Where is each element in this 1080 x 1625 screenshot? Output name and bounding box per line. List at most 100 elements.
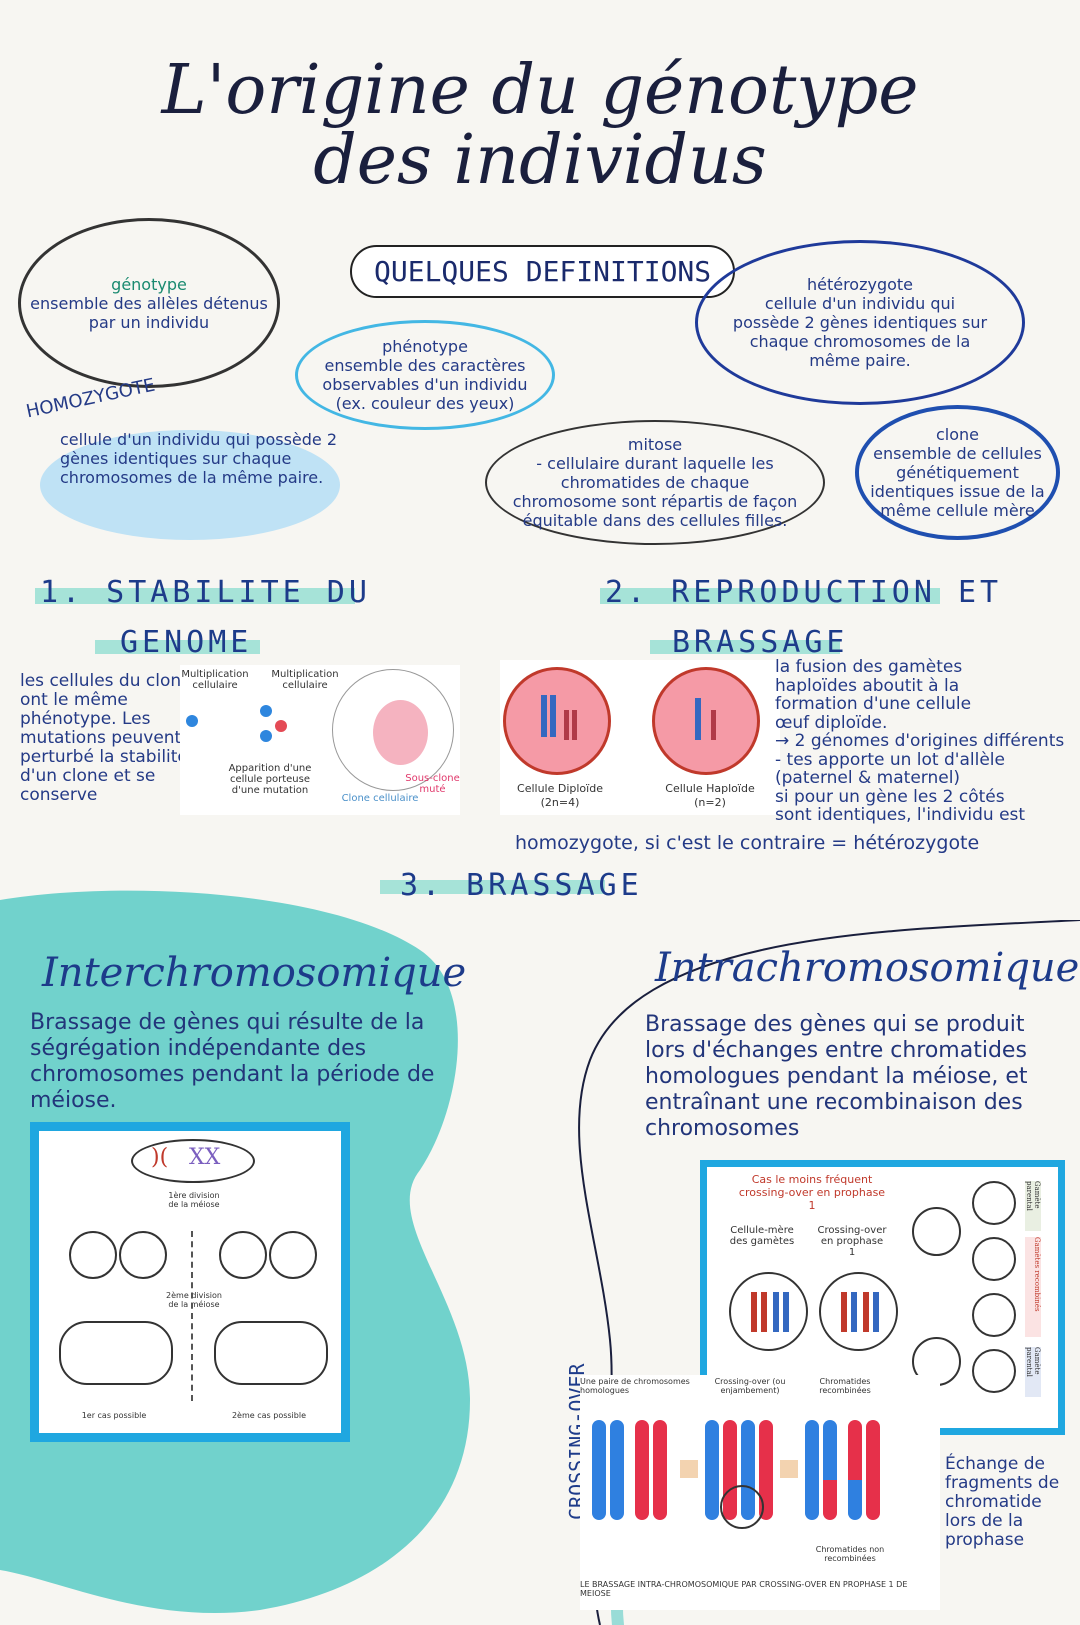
gamete-group bbox=[214, 1321, 328, 1385]
cd-cross-label: Crossing-over (ou enjambement) bbox=[714, 1377, 786, 1395]
chromosome-blue bbox=[783, 1292, 789, 1332]
genotype-term: génotype bbox=[111, 274, 187, 294]
inter-title: Interchromosomique bbox=[42, 950, 467, 996]
intra-title: Intrachromosomique bbox=[655, 945, 1080, 991]
phenotype-text: ensemble des caractères observables d'un… bbox=[322, 356, 528, 413]
intra-text: Brassage des gènes qui se produit lors d… bbox=[645, 1012, 1028, 1141]
section1-heading-line1: 1. STABILITE DU bbox=[40, 575, 371, 610]
cell-blue bbox=[260, 705, 272, 717]
crossover-cell bbox=[819, 1272, 898, 1351]
chromosome-blue bbox=[773, 1292, 779, 1332]
clone-diagram: Multiplication cellulaire Multiplication… bbox=[180, 665, 460, 815]
chromosome-red bbox=[751, 1292, 757, 1332]
inter-diagram: )( XX 1ère division de la méiose 2ème di… bbox=[30, 1122, 350, 1442]
chromatid-recombined bbox=[823, 1420, 837, 1480]
homozygote-text: cellule d'un individu qui possède 2 gène… bbox=[60, 430, 338, 487]
cell-mere-label: Cellule-mère des gamètes bbox=[729, 1225, 795, 1247]
arrow-icon bbox=[780, 1460, 798, 1478]
chromatid-recombined bbox=[848, 1420, 862, 1480]
chromatid-blue bbox=[705, 1420, 719, 1520]
section2-heading-line2: BRASSAGE bbox=[672, 625, 849, 660]
gamete-cell bbox=[972, 1349, 1016, 1393]
section1-text: les cellules du clone ont le même phénot… bbox=[20, 671, 192, 805]
s2-line: la fusion des gamètes bbox=[775, 657, 963, 677]
phenotype-bubble: phénotype ensemble des caractères observ… bbox=[295, 320, 555, 430]
gamete-parental-top: Gamète parental bbox=[1025, 1181, 1041, 1231]
chiasma-circle bbox=[720, 1485, 764, 1529]
intra-diagram-header: Cas le moins fréquent crossing-over en p… bbox=[738, 1173, 886, 1212]
chromosome bbox=[550, 695, 556, 737]
heterozygote-term: hétérozygote bbox=[806, 275, 914, 294]
chromosome-red bbox=[761, 1292, 767, 1332]
s2-underline-1 bbox=[600, 588, 940, 604]
divider bbox=[191, 1231, 193, 1401]
s2-line: œuf diploïde. bbox=[775, 712, 888, 733]
cd-nonrecomb-label: Chromatides non recombinées bbox=[815, 1545, 885, 1563]
chromosome bbox=[564, 710, 569, 740]
parent-cell bbox=[131, 1139, 255, 1183]
s2-line: - tes apporte un lot d'allèle bbox=[775, 749, 1005, 770]
section1-heading-line2: GENOME bbox=[120, 625, 253, 660]
clone-bubble: clone ensemble de cellules génétiquement… bbox=[855, 405, 1060, 540]
haploid-cell bbox=[652, 667, 760, 775]
crossing-over-diagram: Une paire de chromosomes homologues Cros… bbox=[580, 1375, 940, 1610]
gamete-cell bbox=[972, 1237, 1016, 1281]
section3-heading: 3. BRASSAGE bbox=[400, 868, 643, 903]
diploid-label: Cellule Diploïde bbox=[517, 782, 603, 795]
chromatid-recombined bbox=[823, 1480, 837, 1520]
section2-last-line: homozygote, si c'est le contraire = hété… bbox=[515, 832, 980, 854]
div1-label: 1ère division de la méiose bbox=[168, 1191, 220, 1209]
cd-caption: LE BRASSAGE INTRA-CHROMOSOMIQUE PAR CROS… bbox=[580, 1580, 908, 1598]
cell bbox=[69, 1231, 117, 1279]
gamete-cell bbox=[972, 1293, 1016, 1337]
cell bbox=[219, 1231, 267, 1279]
chromatid-red bbox=[635, 1420, 649, 1520]
gamete-group bbox=[59, 1321, 173, 1385]
clone-text: ensemble de cellules génétiquement ident… bbox=[870, 444, 1045, 520]
subclone-label: Sous-clone muté bbox=[405, 773, 460, 795]
chromosome-blue bbox=[873, 1292, 879, 1332]
genotype-text: ensemble des allèles détenus par un indi… bbox=[30, 293, 268, 332]
mitose-term: mitose bbox=[627, 435, 683, 454]
case1-label: 1er cas possible bbox=[81, 1411, 147, 1420]
cd-recomb-label: Chromatides recombinées bbox=[819, 1377, 871, 1395]
s1-underline-1 bbox=[35, 588, 355, 604]
arrow-icon bbox=[680, 1460, 698, 1478]
definitions-heading: QUELQUES DEFINITIONS bbox=[350, 245, 736, 298]
chromatid-blue bbox=[610, 1420, 624, 1520]
chromosome bbox=[541, 695, 547, 737]
cell bbox=[119, 1231, 167, 1279]
chromatid-blue bbox=[805, 1420, 819, 1520]
phenotype-term: phénotype bbox=[382, 337, 468, 356]
diploid-n: (2n=4) bbox=[540, 796, 580, 809]
gametes-recombined: Gamètes recombinés bbox=[1025, 1237, 1041, 1337]
chromosome-mixed bbox=[851, 1292, 857, 1332]
s2-line: haploïdes aboutit à la bbox=[775, 675, 960, 696]
mult1-label: Multiplication cellulaire bbox=[181, 669, 249, 691]
page-title-line2: des individus bbox=[313, 121, 767, 200]
chromatid-blue bbox=[592, 1420, 606, 1520]
chromatid-red bbox=[866, 1420, 880, 1520]
chromatid-recombined bbox=[848, 1480, 862, 1520]
cell-blue bbox=[186, 715, 198, 727]
crossing-label: Crossing-over en prophase 1 bbox=[817, 1225, 887, 1258]
subclone-zone bbox=[373, 700, 428, 765]
intra-note: Échange de fragments de chromatide lors … bbox=[945, 1454, 1060, 1550]
s2-underline-2 bbox=[650, 640, 840, 654]
clone-term: clone bbox=[935, 425, 979, 444]
haploid-label: Cellule Haploïde bbox=[665, 782, 755, 795]
chromatid-red bbox=[653, 1420, 667, 1520]
gamete-cell bbox=[972, 1181, 1016, 1225]
s1-underline-2 bbox=[95, 640, 260, 654]
chromosome bbox=[695, 698, 701, 740]
chromosome bbox=[711, 710, 716, 740]
section2-heading-line1: 2. REPRODUCTION ET bbox=[605, 575, 1003, 610]
cell-blue bbox=[260, 730, 272, 742]
s2-line: si pour un gène les 2 côtés bbox=[775, 786, 1005, 807]
chromosome bbox=[572, 710, 577, 740]
chromosome-red bbox=[841, 1292, 847, 1332]
heterozygote-text: cellule d'un individu qui possède 2 gène… bbox=[732, 294, 988, 370]
mutation-label: Apparition d'une cellule porteuse d'une … bbox=[228, 763, 312, 796]
clone-label: Clone cellulaire bbox=[341, 793, 419, 804]
heterozygote-bubble: hétérozygote cellule d'un individu qui p… bbox=[695, 240, 1025, 405]
